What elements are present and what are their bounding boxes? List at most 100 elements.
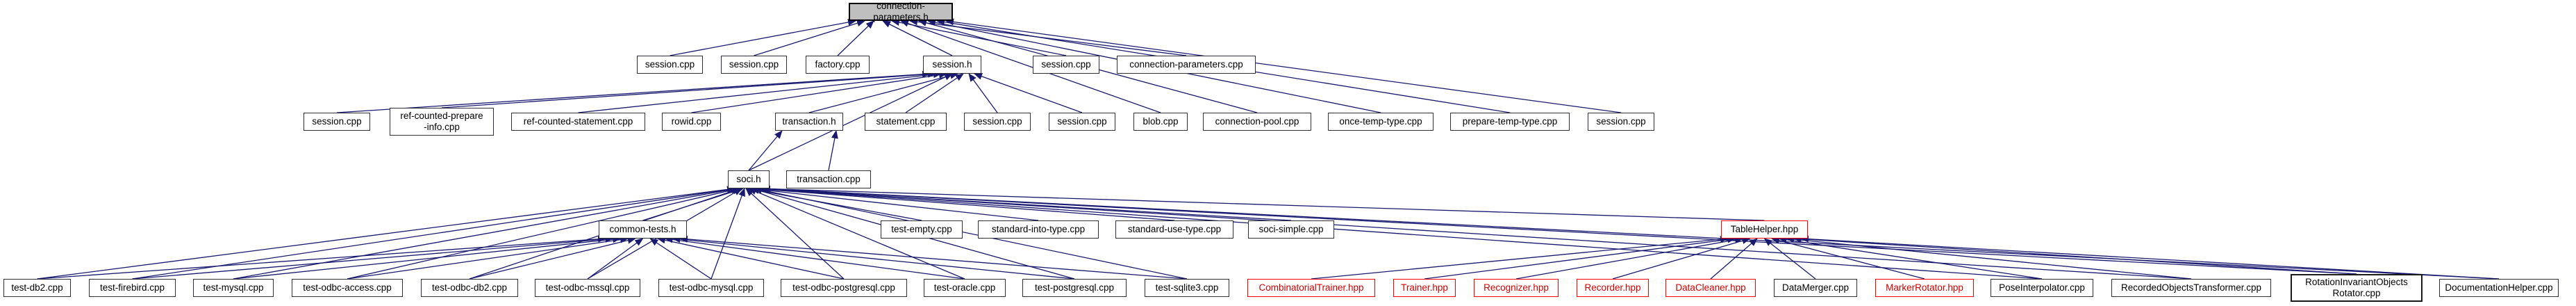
include-edge (945, 18, 1622, 113)
graph-node-test-sqlite3-cpp[interactable]: test-sqlite3.cpp (1145, 279, 1229, 297)
include-edge (1800, 235, 2500, 280)
include-edge (754, 19, 865, 56)
graph-node-test-odbc-postgresql-cpp[interactable]: test-odbc-postgresql.cpp (781, 279, 907, 297)
include-edge (1424, 236, 1736, 280)
graph-node-rotationinvariantobjectsrotator-cpp[interactable]: RotationInvariantObjects Rotator.cpp (2291, 274, 2423, 302)
graph-node-test-db2-cpp[interactable]: test-db2.cpp (3, 279, 71, 297)
include-edge (745, 188, 845, 280)
include-edge (900, 19, 1161, 113)
include-edge (1612, 237, 1751, 280)
graph-node-once-temp-type-cpp[interactable]: once-temp-type.cpp (1328, 113, 1434, 131)
graph-node-test-firebird-cpp[interactable]: test-firebird.cpp (89, 279, 176, 297)
include-edge (37, 235, 606, 280)
graph-node-connection-parameters-cpp[interactable]: connection-parameters.cpp (1117, 56, 1256, 74)
include-edge (347, 236, 629, 280)
include-edge (828, 130, 838, 171)
include-edge (1311, 236, 1729, 280)
graph-node-standard-into-type-cpp[interactable]: standard-into-type.cpp (978, 220, 1099, 239)
include-edge (469, 236, 636, 280)
include-edge (642, 187, 744, 221)
include-edge (748, 130, 783, 171)
graph-node-transaction-h[interactable]: transaction.h (775, 113, 843, 131)
graph-node-soci-simple-cpp[interactable]: soci-simple.cpp (1248, 220, 1334, 239)
graph-node-test-postgresql-cpp[interactable]: test-postgresql.cpp (1022, 279, 1127, 297)
graph-node-test-empty-cpp[interactable]: test-empty.cpp (881, 220, 963, 239)
include-edge (758, 185, 2043, 280)
graph-node-common-tests-h[interactable]: common-tests.h (599, 220, 687, 239)
include-edge (837, 20, 874, 56)
graph-node-datamerger-cpp[interactable]: DataMerger.cpp (1774, 279, 1857, 297)
graph-node-connection-pool-cpp[interactable]: connection-pool.cpp (1203, 113, 1311, 131)
include-edge (808, 72, 958, 113)
graph-node-session-cpp-1[interactable]: session.cpp (637, 56, 703, 74)
include-edge (441, 70, 936, 108)
include-edge (1778, 236, 2043, 280)
graph-node-session-cpp-3[interactable]: session.cpp (1033, 56, 1099, 74)
graph-node-session-cpp-6[interactable]: session.cpp (1049, 113, 1115, 131)
include-edge (968, 73, 998, 113)
graph-node-soci-h[interactable]: soci.h (728, 170, 770, 188)
graph-node-test-odbc-mysql-cpp[interactable]: test-odbc-mysql.cpp (658, 279, 764, 297)
include-edge (891, 19, 1067, 56)
graph-node-combinatorialtrainer-hpp[interactable]: CombinatorialTrainer.hpp (1247, 279, 1375, 297)
include-edge (37, 186, 736, 280)
include-edge (1771, 236, 1925, 280)
graph-node-ref-counted-prepare-info-cpp[interactable]: ref-counted-prepare -info.cpp (390, 108, 494, 136)
include-edge (132, 235, 614, 280)
graph-node-prepare-temp-type-cpp[interactable]: prepare-temp-type.cpp (1450, 113, 1570, 131)
graph-node-statement-cpp[interactable]: statement.cpp (865, 113, 947, 131)
graph-node-recognizer-hpp[interactable]: Recognizer.hpp (1474, 279, 1559, 297)
graph-node-trainer-hpp[interactable]: Trainer.hpp (1393, 279, 1456, 297)
graph-node-poseinterpolator-cpp[interactable]: PoseInterpolator.cpp (1991, 279, 2093, 297)
graph-node-transaction-cpp[interactable]: transaction.cpp (786, 170, 871, 188)
include-edge (587, 238, 644, 280)
include-edge (578, 71, 942, 113)
include-edge (1763, 238, 1816, 280)
graph-node-recordedobjectstransformer-cpp[interactable]: RecordedObjectsTransformer.cpp (2111, 279, 2271, 297)
include-edge (905, 73, 964, 113)
graph-node-session-cpp-2[interactable]: session.cpp (721, 56, 787, 74)
include-edge (336, 70, 931, 113)
include-edge (752, 185, 1175, 221)
graph-node-standard-use-type-cpp[interactable]: standard-use-type.cpp (1115, 220, 1233, 239)
graph-node-test-odbc-mssql-cpp[interactable]: test-odbc-mssql.cpp (535, 279, 640, 297)
include-edge (748, 73, 953, 171)
include-edge (1515, 236, 1743, 280)
include-edge (670, 19, 856, 56)
graph-node-session-cpp-4[interactable]: session.cpp (304, 113, 370, 131)
graph-node-test-odbc-access-cpp[interactable]: test-odbc-access.cpp (292, 279, 403, 297)
graph-node-session-h[interactable]: session.h (923, 56, 981, 74)
graph-node-test-oracle-cpp[interactable]: test-oracle.cpp (924, 279, 1006, 297)
graph-node-tablehelper-hpp[interactable]: TableHelper.hpp (1721, 220, 1808, 239)
include-edge (974, 73, 1083, 113)
include-edge (754, 186, 1188, 280)
graph-node-datacleaner-hpp[interactable]: DataCleaner.hpp (1665, 279, 1756, 297)
graph-node-test-mysql-cpp[interactable]: test-mysql.cpp (193, 279, 274, 297)
include-edge (664, 236, 965, 280)
graph-node-factory-cpp[interactable]: factory.cpp (806, 56, 870, 74)
include-edge (762, 185, 2500, 280)
graph-node-markerrotator-hpp[interactable]: MarkerRotator.hpp (1875, 279, 1974, 297)
graph-node-session-cpp-7[interactable]: session.cpp (1588, 113, 1654, 131)
graph-node-recorder-hpp[interactable]: Recorder.hpp (1577, 279, 1649, 297)
graph-node-connection-parameters-h[interactable]: connection-parameters.h (849, 1, 953, 22)
include-edge (132, 186, 737, 280)
include-edge (747, 186, 922, 221)
include-edge (233, 186, 738, 280)
include-edge (1793, 235, 2357, 275)
graph-node-session-cpp-5[interactable]: session.cpp (964, 113, 1031, 131)
graph-node-rowid-cpp[interactable]: rowid.cpp (662, 113, 721, 131)
include-edge (759, 185, 2192, 280)
include-edge (672, 236, 1075, 280)
include-edge (233, 236, 622, 280)
include-edge (649, 238, 712, 280)
graph-node-test-odbc-db2-cpp[interactable]: test-odbc-db2.cpp (421, 279, 518, 297)
include-edge (691, 71, 947, 113)
graph-node-ref-counted-statement-cpp[interactable]: ref-counted-statement.cpp (511, 113, 645, 131)
graph-node-documentationhelper-cpp[interactable]: DocumentationHelper.cpp (2439, 279, 2559, 297)
include-edge (711, 188, 745, 280)
include-edge (347, 186, 740, 280)
graph-node-blob-cpp[interactable]: blob.cpp (1133, 113, 1188, 131)
